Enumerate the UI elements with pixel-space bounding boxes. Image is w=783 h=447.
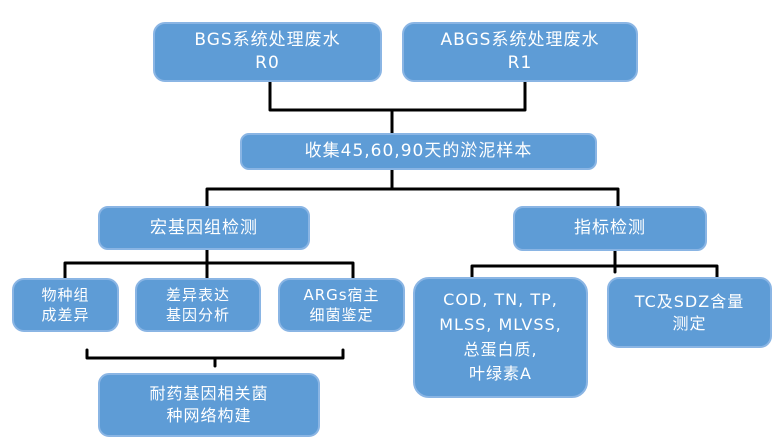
- node-label-species-composition: 物种组 成差异: [41, 285, 90, 324]
- node-label-tc-sdz-measurement: TC及SDZ含量 测定: [634, 291, 745, 333]
- flow-node-bgs-r0: BGS系统处理废水 R0: [153, 22, 382, 82]
- flow-node-abgs-r1: ABGS系统处理废水 R1: [402, 22, 638, 82]
- flow-node-collect-samples: 收集45,60,90天的淤泥样本: [240, 133, 597, 170]
- node-label-bgs-r0: BGS系统处理废水 R0: [194, 30, 341, 73]
- node-label-metagenome-detection: 宏基因组检测: [150, 217, 258, 238]
- node-label-args-host-bacteria: ARGs宿主 细菌鉴定: [303, 285, 380, 324]
- connector-metagenome-bracket: [63, 261, 355, 280]
- connector-indicator-bracket: [470, 264, 719, 279]
- connector-level2-bracket: [205, 187, 620, 208]
- connector-top-bracket: [268, 80, 527, 112]
- connector-gather-bracket: [85, 348, 345, 360]
- node-label-indicator-detection: 指标检测: [574, 218, 646, 239]
- node-label-cod-panel: COD, TN, TP, MLSS, MLVSS, 总蛋白质, 叶绿素A: [439, 289, 562, 384]
- flow-node-args-host-bacteria: ARGs宿主 细菌鉴定: [278, 278, 405, 332]
- flow-node-differential-expression: 差异表达 基因分析: [135, 278, 261, 332]
- flow-node-cod-panel: COD, TN, TP, MLSS, MLVSS, 总蛋白质, 叶绿素A: [413, 277, 588, 398]
- node-label-collect-samples: 收集45,60,90天的淤泥样本: [304, 141, 533, 162]
- node-label-abgs-r1: ABGS系统处理废水 R1: [440, 30, 600, 73]
- flow-node-resistance-gene-network: 耐药基因相关菌 种网络构建: [98, 373, 320, 437]
- flow-node-indicator-detection: 指标检测: [513, 206, 707, 251]
- flow-node-tc-sdz-measurement: TC及SDZ含量 测定: [607, 277, 772, 348]
- node-label-resistance-gene-network: 耐药基因相关菌 种网络构建: [149, 384, 269, 425]
- flow-node-species-composition: 物种组 成差异: [12, 278, 119, 332]
- flow-node-metagenome-detection: 宏基因组检测: [98, 206, 310, 250]
- node-label-differential-expression: 差异表达 基因分析: [165, 285, 230, 324]
